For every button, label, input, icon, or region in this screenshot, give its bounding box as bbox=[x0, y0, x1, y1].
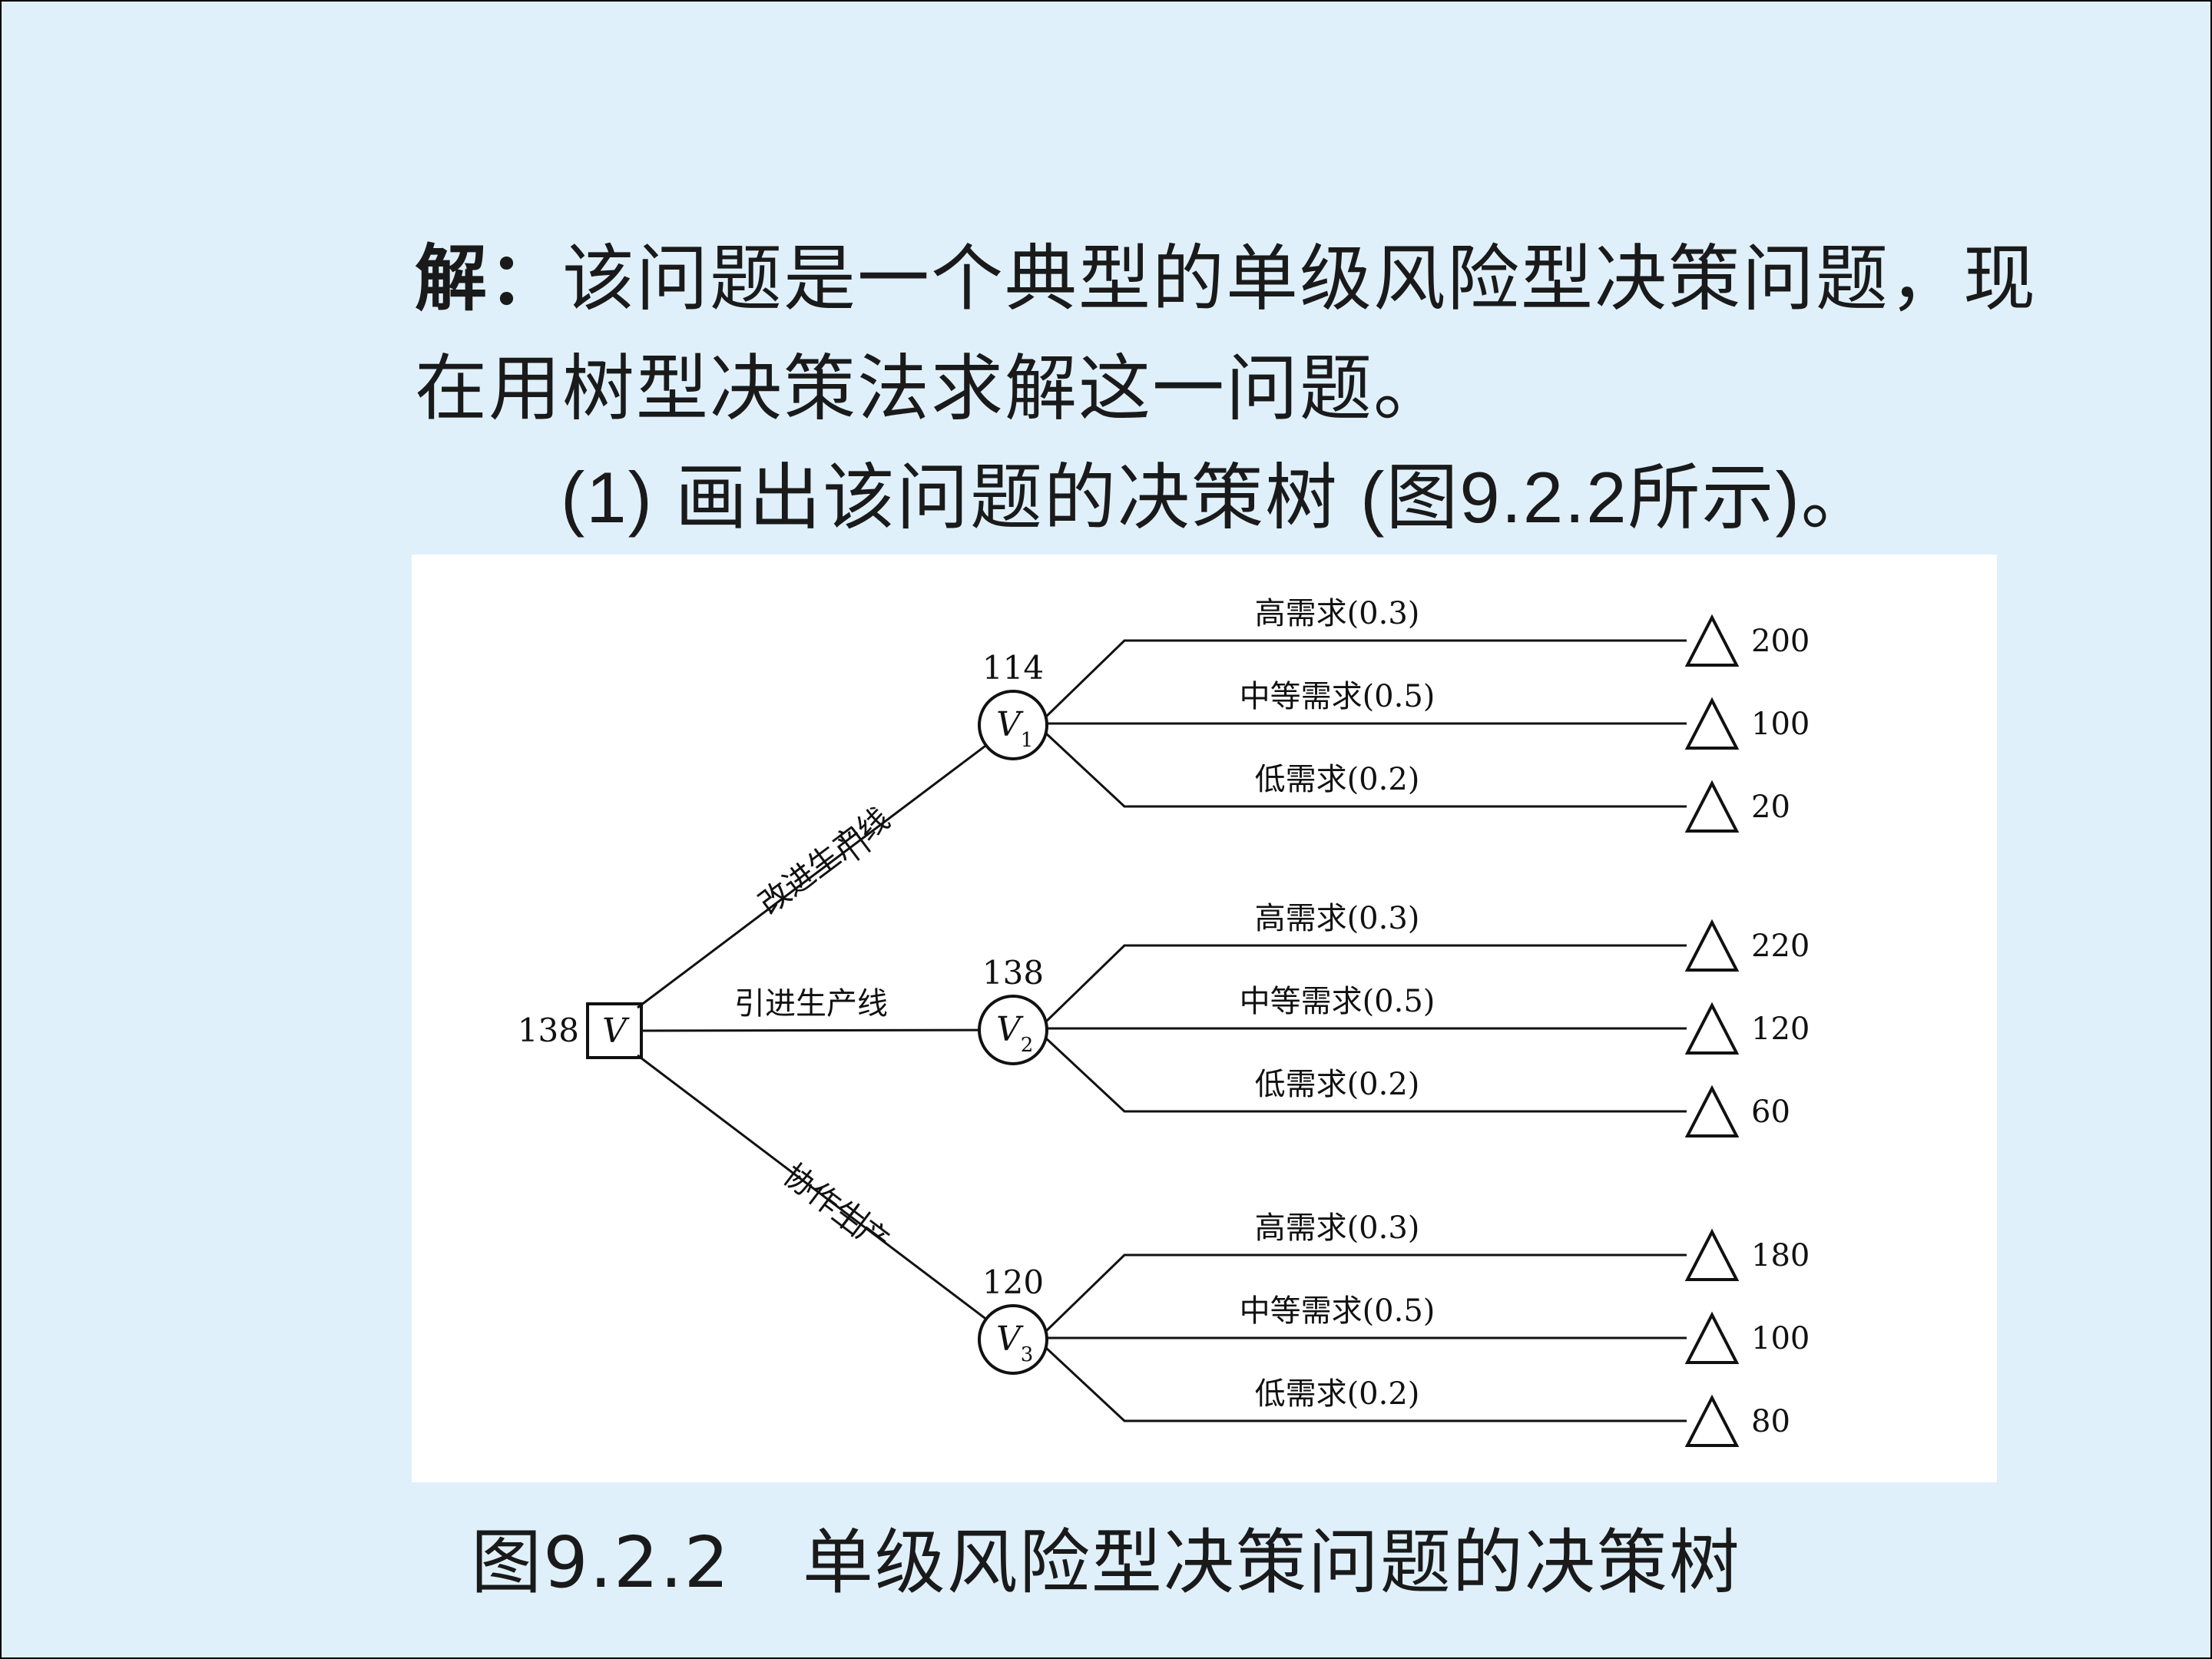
chance-node-1 bbox=[978, 690, 1048, 760]
branch-3-connector bbox=[637, 1054, 987, 1320]
chance-node-1-label: V bbox=[996, 705, 1024, 744]
figure-caption: 图9.2.2 单级风险型决策问题的决策树 bbox=[471, 1522, 1741, 1604]
branch-2-connector bbox=[641, 1028, 980, 1032]
solution-label: 解： bbox=[415, 237, 563, 321]
branch-1-outcome-2-payoff: 100 bbox=[1751, 707, 1810, 742]
branch-2-outcome-2-payoff: 120 bbox=[1751, 1012, 1810, 1047]
root-node-label: V bbox=[602, 1012, 630, 1051]
branch-1-prune-mark-1 bbox=[839, 835, 860, 861]
chance-node-2-subscript: 2 bbox=[1021, 1034, 1034, 1057]
branch-2-outcome-3-line bbox=[1044, 1036, 1687, 1113]
chance-node-3-subscript: 3 bbox=[1021, 1343, 1034, 1366]
branch-1-connector bbox=[637, 744, 987, 1009]
branch-1-outcome-2-label: 中等需求(0.5) bbox=[1240, 679, 1435, 714]
branch-1-outcome-1-label: 高需求(0.3) bbox=[1255, 596, 1420, 631]
branch-3-prune-mark-1 bbox=[839, 1203, 860, 1230]
branch-2-outcome-1-label: 高需求(0.3) bbox=[1255, 901, 1420, 936]
branch-1-outcome-1-terminal bbox=[1684, 614, 1740, 667]
branch-2-outcome-1-line bbox=[1044, 944, 1687, 1024]
chance-node-3-value: 120 bbox=[982, 1263, 1044, 1301]
chance-node-2 bbox=[978, 995, 1048, 1065]
branch-2-outcome-3-payoff: 60 bbox=[1751, 1094, 1790, 1130]
branch-2-label: 引进生产线 bbox=[734, 986, 888, 1022]
root-decision-node bbox=[586, 1002, 643, 1059]
branch-1-outcome-3-label: 低需求(0.2) bbox=[1255, 762, 1420, 797]
branch-1-prune-mark-2 bbox=[850, 826, 872, 853]
branch-1-outcome-3-terminal bbox=[1684, 780, 1740, 833]
branch-3-outcome-1-payoff: 180 bbox=[1751, 1238, 1810, 1273]
branch-3-prune-mark-2 bbox=[850, 1211, 872, 1237]
chance-node-1-value: 114 bbox=[982, 649, 1044, 687]
branch-3-outcome-2-payoff: 100 bbox=[1751, 1321, 1810, 1356]
solution-line-1: 解：该问题是一个典型的单级风险型决策问题，现 bbox=[415, 220, 2037, 325]
step-1-text: (1) 画出该问题的决策树 (图9.2.2所示)。 bbox=[561, 457, 1875, 538]
branch-2-outcome-2-terminal bbox=[1684, 1002, 1740, 1055]
chance-node-3 bbox=[978, 1304, 1048, 1375]
chance-node-1-subscript: 1 bbox=[1021, 729, 1034, 752]
branch-2-outcome-2-label: 中等需求(0.5) bbox=[1240, 984, 1435, 1019]
branch-1-label: 改进生产线 bbox=[752, 801, 896, 922]
branch-3-outcome-2-label: 中等需求(0.5) bbox=[1240, 1293, 1435, 1329]
branch-2-outcome-1-terminal bbox=[1684, 919, 1740, 972]
branch-1-outcome-1-payoff: 200 bbox=[1751, 624, 1810, 659]
branch-3-outcome-2-terminal bbox=[1684, 1311, 1740, 1364]
branch-2-outcome-3-terminal bbox=[1684, 1084, 1740, 1137]
branch-3-outcome-3-terminal bbox=[1684, 1394, 1740, 1447]
branch-3-outcome-1-line bbox=[1044, 1253, 1687, 1333]
branch-1-outcome-2-terminal bbox=[1684, 697, 1740, 750]
solution-line-2: 在用树型决策法求解这一问题。 bbox=[415, 347, 1448, 431]
branch-3-outcome-3-payoff: 80 bbox=[1751, 1404, 1790, 1439]
branch-3-outcome-3-line bbox=[1044, 1346, 1687, 1422]
branch-1-outcome-3-line bbox=[1044, 731, 1687, 808]
branch-1-outcome-1-line bbox=[1044, 639, 1687, 719]
solution-text-1: 该问题是一个典型的单级风险型决策问题，现 bbox=[562, 237, 2038, 321]
branch-3-outcome-1-label: 高需求(0.3) bbox=[1255, 1210, 1420, 1246]
chance-node-2-label: V bbox=[996, 1010, 1024, 1049]
branch-1-outcome-3-payoff: 20 bbox=[1751, 790, 1790, 825]
branch-3-outcome-1-terminal bbox=[1684, 1228, 1740, 1281]
chance-node-3-label: V bbox=[996, 1320, 1024, 1359]
branch-3-outcome-3-label: 低需求(0.2) bbox=[1255, 1376, 1420, 1412]
branch-2-outcome-3-label: 低需求(0.2) bbox=[1255, 1067, 1420, 1102]
chance-node-2-value: 138 bbox=[982, 954, 1044, 992]
branch-2-outcome-1-payoff: 220 bbox=[1751, 929, 1810, 964]
branch-3-label: 协作生产 bbox=[777, 1157, 896, 1260]
root-value: 138 bbox=[518, 1012, 579, 1049]
